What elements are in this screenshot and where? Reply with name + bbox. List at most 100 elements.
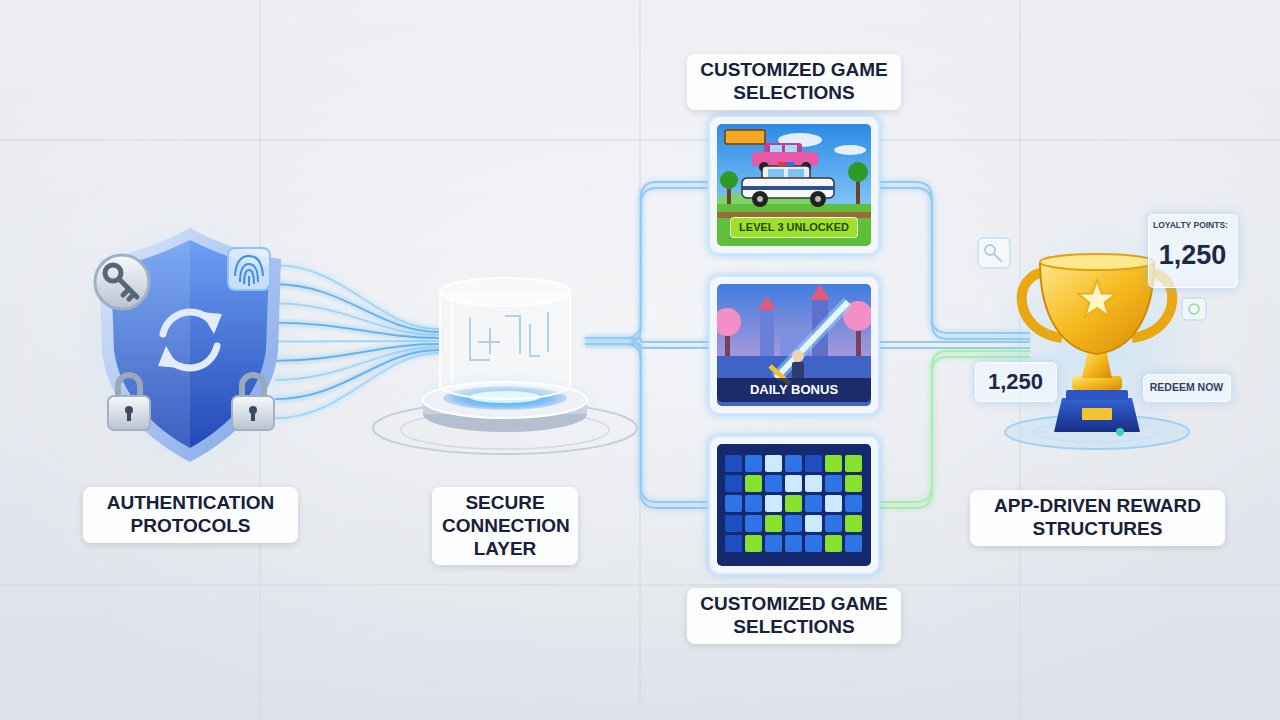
trophy-icon — [1072, 376, 1122, 390]
connector-glow — [585, 182, 709, 338]
adventure-game-card — [856, 326, 861, 360]
racing-game-card — [752, 191, 768, 207]
puzzle-game-card — [845, 535, 862, 552]
racing-game-card — [709, 116, 879, 254]
grid-lines — [0, 585, 1280, 586]
puzzle-game-card — [765, 515, 782, 532]
trophy-icon — [1116, 428, 1124, 436]
points-value: 1,250 — [976, 363, 1055, 400]
shield-icon — [232, 375, 274, 430]
grid-lines — [0, 140, 1280, 141]
racing-game-card — [757, 196, 763, 202]
puzzle-game-card — [825, 515, 842, 532]
decor-icon — [978, 238, 1010, 268]
puzzle-game-card — [725, 455, 742, 472]
puzzle-game-card — [785, 455, 802, 472]
trophy-node: APP-DRIVEN REWARD STRUCTURES — [1030, 255, 1165, 435]
node-label: APP-DRIVEN REWARD STRUCTURES — [970, 490, 1225, 546]
decor-icon — [985, 245, 995, 255]
puzzle-game-card — [845, 475, 862, 492]
puzzle-game-card — [825, 475, 842, 492]
connector — [585, 182, 709, 344]
puzzle-game-card — [745, 515, 762, 532]
connection-cylinder — [470, 312, 548, 360]
puzzle-game-card — [765, 475, 782, 492]
puzzle-game-card — [805, 475, 822, 492]
shield-icon — [95, 255, 149, 309]
puzzle-game-card — [717, 444, 871, 566]
game-card: CUSTOMIZED GAME SELECTIONS — [709, 436, 879, 574]
racing-game-card — [848, 162, 868, 182]
racing-game-card — [700, 116, 879, 254]
adventure-game-card — [717, 284, 871, 406]
node-label: CUSTOMIZED GAME SELECTIONS — [687, 588, 901, 644]
racing-game-card — [786, 162, 794, 166]
connector-line — [585, 182, 709, 338]
callout-box: REDEEM NOW — [1143, 374, 1231, 402]
node-label: CUSTOMIZED GAME SELECTIONS — [687, 54, 901, 110]
trophy-icon — [1082, 408, 1112, 420]
connection-cylinder — [451, 300, 454, 382]
shield-icon — [118, 375, 140, 398]
trophy-icon — [1040, 254, 1154, 270]
puzzle-game-card — [785, 535, 802, 552]
shield-icon — [201, 312, 222, 334]
shield-icon — [251, 411, 255, 421]
racing-game-card — [810, 191, 826, 207]
puzzle-game-card — [765, 495, 782, 512]
puzzle-game-card — [765, 535, 782, 552]
adventure-game-card — [792, 362, 804, 378]
racing-game-card — [717, 204, 871, 246]
puzzle-game-card — [725, 515, 742, 532]
shield-icon — [70, 215, 310, 475]
racing-game-card — [768, 169, 784, 177]
puzzle-game-card — [805, 455, 822, 472]
shield-icon — [70, 215, 310, 475]
puzzle-game-card — [717, 444, 871, 566]
racing-game-card — [717, 124, 871, 246]
puzzle-game-card — [825, 535, 842, 552]
callout-box: LOYALTY POINTS:1,250 — [1148, 214, 1238, 288]
puzzle-game-card — [725, 535, 742, 552]
puzzle-game-card — [785, 475, 802, 492]
trophy-icon — [1066, 390, 1128, 400]
connection-cylinder — [373, 278, 637, 454]
decor-icon — [994, 254, 1002, 262]
racing-game-card — [815, 196, 821, 202]
adventure-game-card — [709, 276, 879, 414]
adventure-game-card — [776, 302, 848, 378]
trophy-icon — [1078, 280, 1116, 316]
puzzle-game-card — [845, 515, 862, 532]
racing-game-card — [720, 171, 738, 189]
node-label: AUTHENTICATION PROTOCOLS — [83, 487, 298, 543]
shield-icon — [232, 396, 274, 430]
level-badge: LEVEL 3 UNLOCKED — [730, 217, 858, 238]
trophy-icon — [1054, 398, 1140, 432]
adventure-game-card — [758, 296, 776, 310]
points-value: 1,250 — [1149, 239, 1236, 271]
puzzle-game-card — [805, 515, 822, 532]
racing-game-card — [788, 169, 804, 177]
puzzle-game-card — [805, 535, 822, 552]
racing-game-card — [770, 145, 782, 152]
adventure-game-card — [810, 284, 830, 300]
puzzle-game-card — [845, 495, 862, 512]
adventure-game-card — [709, 276, 879, 414]
game-card: DAILY BONUS — [709, 276, 879, 414]
adventure-game-card — [717, 284, 871, 406]
connector-glow — [585, 188, 709, 344]
puzzle-game-card — [725, 495, 742, 512]
decor-icon — [1189, 304, 1199, 314]
puzzle-game-card — [845, 455, 862, 472]
redeem-button: REDEEM NOW — [1144, 375, 1229, 400]
shield-icon — [228, 248, 270, 290]
puzzle-game-card — [745, 535, 762, 552]
callout-box: 1,250 — [975, 362, 1057, 402]
puzzle-game-card — [785, 515, 802, 532]
puzzle-game-card — [725, 475, 742, 492]
